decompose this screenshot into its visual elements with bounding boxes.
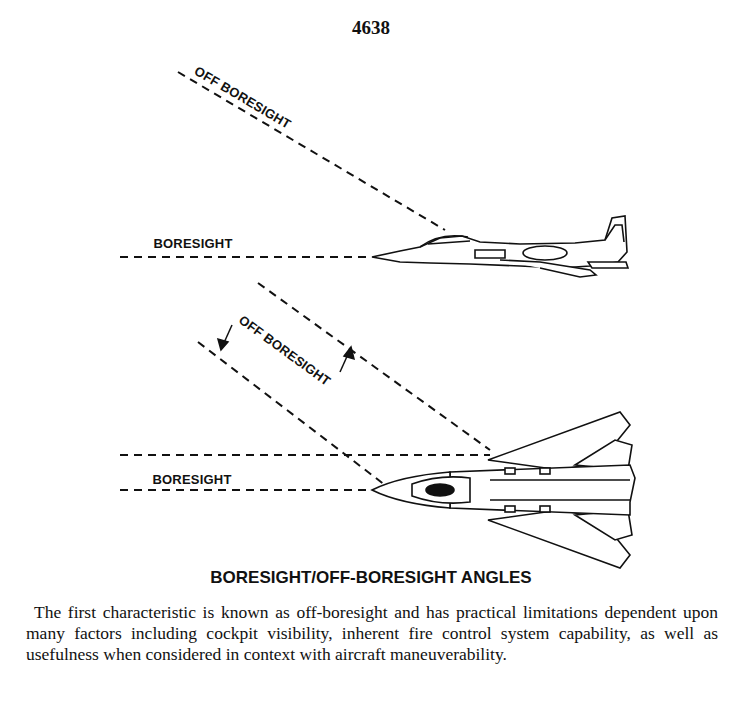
boresight-line <box>120 489 368 491</box>
figure-title: BORESIGHT/OFF-BORESIGHT ANGLES <box>210 568 531 588</box>
boresight-line <box>120 256 368 258</box>
off-boresight-line <box>178 72 445 230</box>
page-number: 4638 <box>352 17 390 39</box>
boresight-line <box>120 454 490 456</box>
jet-top-view <box>372 412 635 568</box>
caption-text: The first characteristic is known as off… <box>26 602 718 665</box>
off-boresight-line <box>258 283 490 450</box>
axis-label: BORESIGHT <box>153 236 232 251</box>
angle-label: OFF BORESIGHT <box>192 63 294 132</box>
jet-side-view <box>372 216 628 277</box>
axis-label: BORESIGHT <box>152 472 231 487</box>
angle-label: OFF BORESIGHT <box>236 312 333 388</box>
